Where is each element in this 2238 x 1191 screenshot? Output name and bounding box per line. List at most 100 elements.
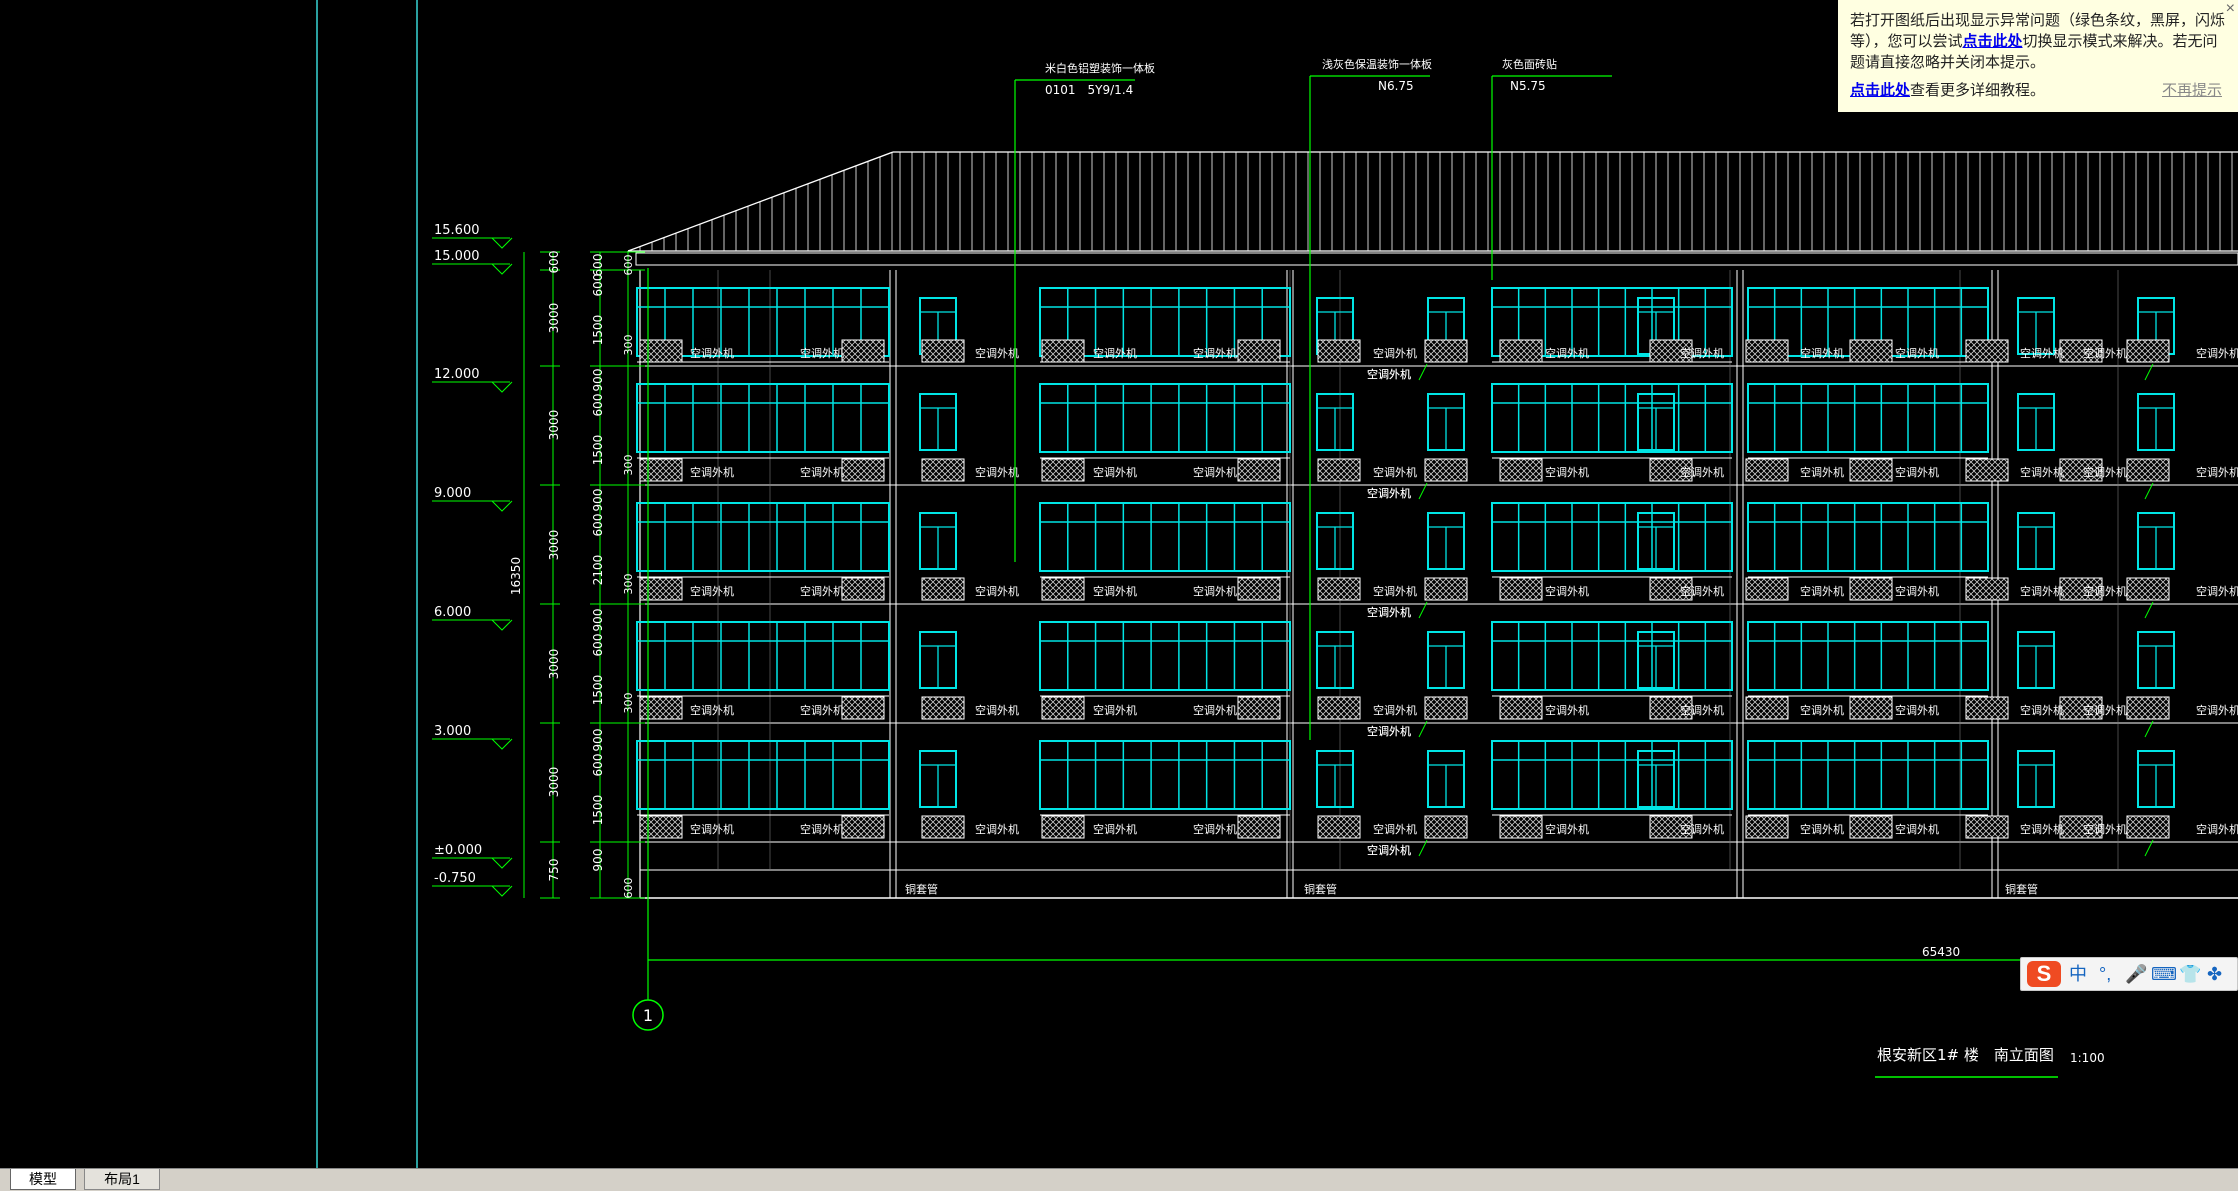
- dim-outer-text: 3000: [547, 649, 561, 680]
- ac-unit: [2059, 696, 2103, 720]
- ac-unit: [1424, 458, 1468, 482]
- window-frame: [1747, 383, 1989, 453]
- dim-inner-text: 600: [591, 634, 605, 657]
- ime-toolbar[interactable]: S 中 °, 🎤 ⌨ 👕 ✤: [2020, 957, 2238, 991]
- ime-toolbox-icon[interactable]: ✤: [2207, 964, 2223, 984]
- elevation-symbol: [491, 738, 513, 750]
- ac-unit: [921, 577, 965, 601]
- ac-label-lower: 空调外机: [1367, 486, 1411, 500]
- elevation-value: -0.750: [434, 871, 476, 886]
- callout-text: 浅灰色保温装饰一体板: [1322, 57, 1432, 71]
- ac-label: 空调外机: [1680, 346, 1724, 360]
- ac-label: 空调外机: [2196, 465, 2238, 479]
- pipe-label: 铜套管: [1304, 882, 1337, 896]
- ac-label: 空调外机: [2083, 703, 2127, 717]
- window-frame: [636, 502, 890, 572]
- ac-label-lower: 空调外机: [1367, 605, 1411, 619]
- elevation-symbol: [491, 619, 513, 631]
- sogou-logo-icon[interactable]: S: [2027, 961, 2061, 987]
- dim-inner2-text: 300: [622, 335, 635, 356]
- ac-label: 空调外机: [1373, 584, 1417, 598]
- ac-leader: [1418, 482, 1428, 500]
- ac-label-lower: 空调外机: [1367, 843, 1411, 857]
- close-icon[interactable]: ×: [2225, 0, 2235, 17]
- ac-label: 空调外机: [1680, 465, 1724, 479]
- dim-outer-text: 3000: [547, 767, 561, 798]
- ac-label-lower: 空调外机: [1367, 605, 1411, 619]
- dim-inner-text: 1500: [591, 675, 605, 706]
- ac-label: 空调外机: [2196, 584, 2238, 598]
- ac-unit: [1849, 458, 1893, 482]
- window-frame: [1039, 383, 1291, 453]
- ac-label-lower: 空调外机: [1367, 843, 1411, 857]
- ime-skin-icon[interactable]: 👕: [2179, 964, 2202, 984]
- ac-unit: [2126, 458, 2170, 482]
- dim-inner2-text: 600: [622, 878, 635, 899]
- callout-text: 米白色铝塑装饰一体板: [1045, 61, 1155, 75]
- ac-unit: [1745, 815, 1789, 839]
- dim-inner-text: 1500: [591, 795, 605, 826]
- tips-tutorial-text: 查看更多详细教程。: [1910, 82, 2046, 99]
- tab-layout1[interactable]: 布局1: [84, 1169, 160, 1190]
- ime-microphone-icon[interactable]: 🎤: [2125, 964, 2148, 984]
- window-frame: [1039, 740, 1291, 810]
- ac-label: 空调外机: [1895, 822, 1939, 836]
- ac-label: 空调外机: [1373, 822, 1417, 836]
- tutorial-link[interactable]: 点击此处: [1850, 82, 1911, 99]
- window-frame: [1747, 740, 1989, 810]
- tab-model[interactable]: 模型: [10, 1169, 76, 1190]
- dim-inner-text: 900: [591, 609, 605, 632]
- dim-total-text: 16350: [509, 557, 523, 595]
- axis-number: 1: [643, 1006, 653, 1025]
- ime-punctuation-icon[interactable]: °,: [2099, 964, 2112, 984]
- ac-unit: [1649, 696, 1693, 720]
- ac-unit: [2059, 815, 2103, 839]
- ac-label: 空调外机: [1800, 346, 1844, 360]
- dim-inner2-text: 600: [622, 255, 635, 276]
- ac-label: 空调外机: [1373, 703, 1417, 717]
- window-frame: [1039, 621, 1291, 691]
- ac-unit: [2126, 815, 2170, 839]
- ac-unit: [2126, 339, 2170, 363]
- cornice-band: [635, 252, 2238, 266]
- ac-unit: [1745, 696, 1789, 720]
- ac-unit: [1317, 339, 1361, 363]
- ac-unit: [1649, 339, 1693, 363]
- dim-outer-text: 3000: [547, 303, 561, 334]
- ac-label: 空调外机: [800, 822, 844, 836]
- ac-label: 空调外机: [1895, 703, 1939, 717]
- ac-leader: [1418, 720, 1428, 738]
- ac-unit: [1041, 458, 1085, 482]
- dim-inner-text: 600: [591, 514, 605, 537]
- ac-label: 空调外机: [690, 822, 734, 836]
- dim-inner-text: 600: [591, 254, 605, 277]
- ac-unit: [1849, 577, 1893, 601]
- ac-label: 空调外机: [800, 346, 844, 360]
- ac-unit: [1424, 815, 1468, 839]
- ac-label: 空调外机: [1373, 346, 1417, 360]
- dim-inner2-text: 300: [622, 455, 635, 476]
- ac-unit: [1424, 577, 1468, 601]
- ac-label: 空调外机: [1800, 822, 1844, 836]
- elevation-value: 15.000: [434, 249, 480, 264]
- switch-display-mode-link[interactable]: 点击此处: [1962, 33, 2023, 50]
- ac-label: 空调外机: [1193, 822, 1237, 836]
- window-frame: [636, 287, 890, 357]
- layout-tabbar: 模型 布局1: [0, 1168, 2238, 1191]
- ac-unit: [1849, 339, 1893, 363]
- ac-label: 空调外机: [1193, 584, 1237, 598]
- ac-leader: [2144, 601, 2154, 619]
- ac-unit: [1965, 458, 2009, 482]
- ac-label: 空调外机: [1680, 584, 1724, 598]
- ac-label-lower: 空调外机: [1367, 367, 1411, 381]
- ime-chinese-mode[interactable]: 中: [2069, 964, 2087, 984]
- ac-label: 空调外机: [800, 465, 844, 479]
- ime-keyboard-icon[interactable]: ⌨: [2151, 964, 2177, 984]
- dont-show-again-link[interactable]: 不再提示: [2161, 82, 2222, 99]
- callout-text: 灰色面砖贴: [1502, 57, 1557, 71]
- window-frame: [636, 740, 890, 810]
- dim-inner-text: 900: [591, 489, 605, 512]
- window-frame: [1039, 287, 1291, 357]
